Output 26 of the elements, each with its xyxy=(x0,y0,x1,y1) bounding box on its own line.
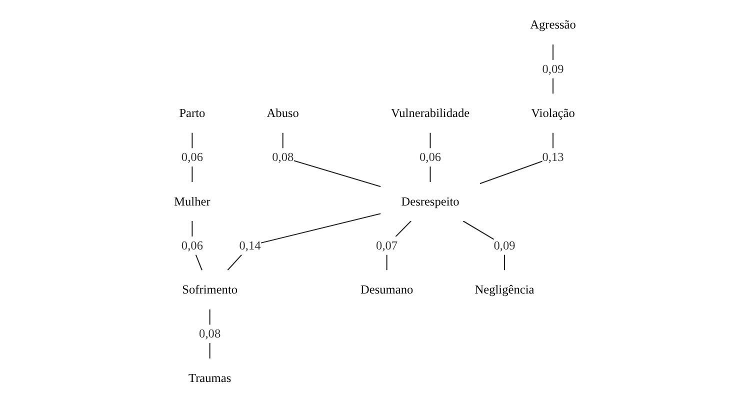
edge-label: 0,09 xyxy=(494,238,516,252)
node-text: Negligência xyxy=(474,282,534,296)
connector xyxy=(227,213,381,271)
edge-label: 0,07 xyxy=(376,238,398,252)
edge-label: 0,14 xyxy=(239,238,261,252)
edge-label: 0,08 xyxy=(199,326,221,340)
node-text: Traumas xyxy=(188,370,232,385)
connector xyxy=(480,132,554,184)
node-text: Vulnerabilidade xyxy=(390,106,470,120)
node-text: Desumano xyxy=(360,282,414,296)
connector xyxy=(462,220,505,270)
edge-label: 0,06 xyxy=(420,150,442,164)
edge-label: 0,13 xyxy=(542,150,564,164)
connector xyxy=(386,220,412,270)
edge-label: 0,06 xyxy=(181,150,203,164)
node-text: Desrespeito xyxy=(401,194,460,208)
node-text: Sofrimento xyxy=(182,282,238,296)
node-text: Parto xyxy=(179,106,206,120)
connector xyxy=(282,132,381,188)
edge-label: 0,06 xyxy=(181,238,203,252)
edge-label: 0,08 xyxy=(272,150,294,164)
edge-label: 0,09 xyxy=(542,62,564,76)
node-text: Abuso xyxy=(266,106,299,120)
node-text: Violação xyxy=(531,106,575,120)
node-text: Mulher xyxy=(174,194,210,208)
node-text: Agressão xyxy=(530,18,576,32)
